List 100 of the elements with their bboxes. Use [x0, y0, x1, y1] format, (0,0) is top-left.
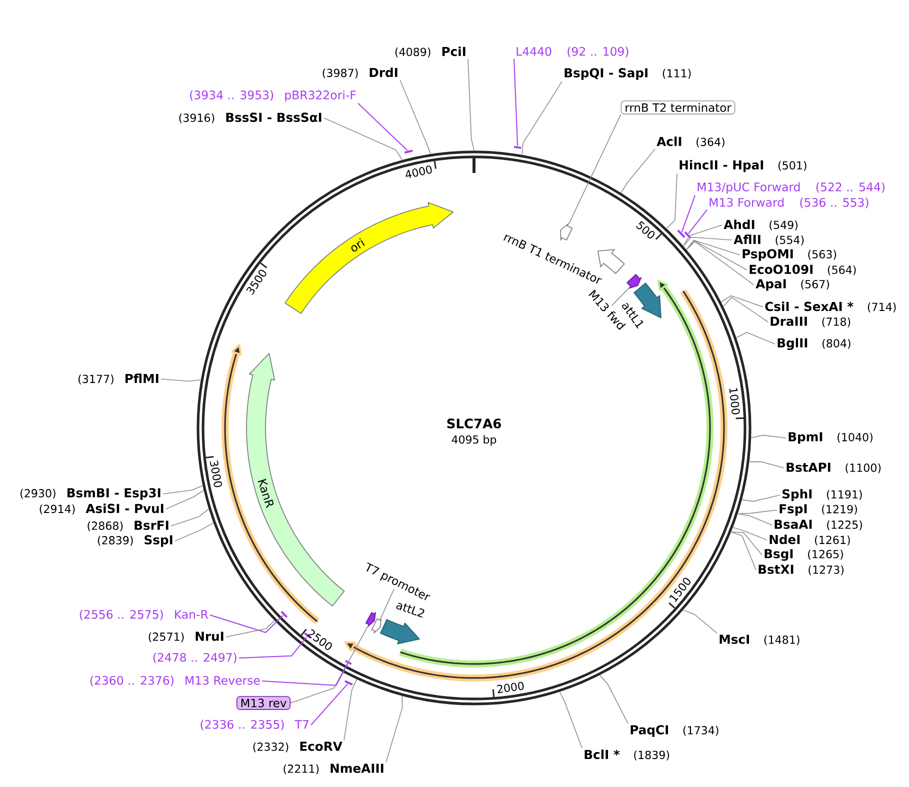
- primer-label: (2336 .. 2355) T7: [200, 720, 308, 730]
- restriction-site-label: (2868) BsrFI: [88, 520, 168, 532]
- tick-label: 2000: [496, 682, 524, 694]
- leader-line: [731, 532, 762, 556]
- leader-line: [358, 102, 408, 151]
- leader-line: [738, 510, 778, 514]
- leader-line: [514, 58, 518, 146]
- restriction-site-label: BclI * (1839): [584, 750, 670, 760]
- leader-line: [686, 240, 748, 270]
- restriction-site-label: CsiI - SexAI * (714): [765, 302, 896, 312]
- leader-line: [310, 683, 348, 726]
- feature-label: attL2: [396, 602, 424, 618]
- primer-label: L4440 (92 .. 109): [516, 46, 628, 58]
- restriction-site-label: HincII - HpaI (501): [680, 160, 806, 172]
- leader-line: [681, 194, 696, 233]
- primer-site-mark: [514, 146, 522, 149]
- tick-label: 1000: [729, 388, 740, 414]
- leader-line: [749, 461, 784, 468]
- tick-label: 500: [636, 221, 655, 238]
- leader-line: [683, 236, 732, 246]
- restriction-site-label: BstAPI (1100): [786, 462, 881, 474]
- primer-label: (2556 .. 2575) Kan-R: [80, 610, 208, 620]
- restriction-site-label: (2839) SspI: [98, 535, 172, 547]
- label-box: M13 rev: [236, 696, 291, 710]
- leader-line: [732, 527, 768, 540]
- leader-line: [738, 513, 772, 526]
- leader-line: [559, 692, 582, 748]
- restriction-site-label: PaqCI (1734): [630, 725, 718, 737]
- leader-line: [344, 679, 358, 741]
- restriction-site-label: DraIII (718): [770, 316, 850, 328]
- restriction-site-label: (2930) BsmBI - Esp3I: [20, 488, 160, 500]
- leader-line: [683, 610, 718, 634]
- restriction-site-label: BsgI (1265): [764, 549, 843, 561]
- leader-line: [400, 80, 431, 154]
- leader-line: [210, 614, 284, 634]
- label-box: rrnB T2 terminator: [620, 100, 736, 114]
- leader-line: [324, 118, 403, 160]
- leader-line: [568, 114, 622, 224]
- primer-label: (2360 .. 2376) M13 Reverse: [90, 676, 260, 686]
- plasmid-name: SLC7A6: [447, 418, 501, 428]
- restriction-site-label: (3177) PflMI: [78, 374, 158, 384]
- restriction-site-label: NdeI (1261): [770, 534, 850, 546]
- primer-label: (3934 .. 3953) pBR322ori-F: [190, 90, 356, 102]
- leader-line: [170, 508, 209, 526]
- leader-line: [720, 295, 764, 308]
- tick-label: 4000: [406, 166, 432, 178]
- restriction-site-label: AflII (554): [734, 234, 804, 246]
- leader-line: [174, 522, 214, 542]
- restriction-site-label: AclI (364): [656, 136, 724, 148]
- leader-line: [731, 532, 756, 570]
- leader-line: [160, 378, 202, 382]
- restriction-site-label: FspI (1219): [780, 504, 857, 516]
- restriction-site-label: PspOMI (563): [742, 249, 836, 261]
- primer-site-mark: [684, 231, 691, 238]
- restriction-site-label: ApaI (567): [756, 279, 830, 291]
- leader-line: [688, 209, 708, 234]
- leader-line: [611, 287, 630, 306]
- restriction-site-label: BglII (804): [778, 338, 850, 350]
- restriction-site-label: BstXI (1273): [758, 564, 844, 576]
- primer-site-mark: [677, 230, 686, 238]
- leader-line: [742, 494, 780, 502]
- leader-line: [666, 173, 678, 229]
- restriction-site-label: BpmI (1040): [788, 432, 872, 444]
- primer-site-mark: [344, 680, 353, 686]
- restriction-site-label: (3916) BssSI - BssSαI: [179, 112, 322, 124]
- restriction-site-label: AhdI (549): [724, 220, 798, 230]
- leader-line: [600, 674, 628, 724]
- restriction-site-label: BsaAI (1225): [774, 520, 862, 530]
- tick-label: 3000: [210, 460, 222, 488]
- restriction-site-label: (2914) AsiSI - PvuI: [40, 504, 164, 514]
- leader-line: [723, 296, 768, 322]
- restriction-site-label: (2571) NruI: [148, 632, 224, 642]
- leader-line: [686, 240, 740, 256]
- restriction-site-label: SphI (1191): [782, 489, 862, 501]
- leader-line: [683, 224, 722, 246]
- primer-label: M13/pUC Forward (522 .. 544): [698, 182, 884, 194]
- leader-line: [262, 663, 348, 686]
- restriction-site-label: EcoO109I (564): [750, 264, 856, 276]
- primer-site-mark: [404, 150, 413, 154]
- leader-line: [226, 620, 275, 638]
- leader-line: [468, 58, 474, 151]
- primer-label: M13 Forward (536 .. 553): [710, 198, 868, 208]
- restriction-site-label: (2332) EcoRV: [253, 742, 342, 752]
- curved-arrow: [222, 344, 320, 624]
- restriction-site-label: (2211) NmeAIII: [284, 764, 384, 774]
- leader-line: [522, 81, 562, 155]
- leader-line: [238, 636, 308, 658]
- restriction-site-label: (4089) PciI: [395, 46, 466, 58]
- restriction-site-label: BspQI - SapI (111): [564, 68, 691, 80]
- leader-line: [380, 588, 394, 619]
- plasmid-length: 4095 bp: [452, 435, 496, 446]
- leader-line: [751, 434, 786, 438]
- restriction-site-label: (3987) DrdI: [322, 68, 398, 78]
- leader-line: [166, 490, 204, 510]
- leader-line: [162, 485, 203, 494]
- leader-line: [290, 626, 368, 704]
- primer-label: (2478 .. 2497): [153, 652, 236, 664]
- restriction-site-label: MscI (1481): [720, 634, 800, 646]
- leader-line: [686, 241, 754, 286]
- leader-line: [386, 696, 403, 763]
